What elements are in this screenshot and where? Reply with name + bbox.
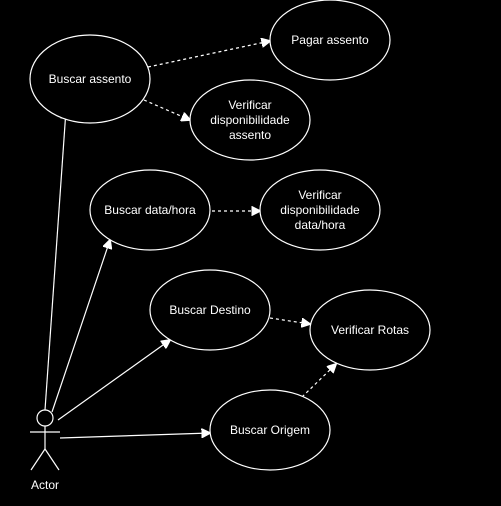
use-case-pagar-assento[interactable]: Pagar assento [269, 0, 391, 81]
actor-right-leg [44, 448, 60, 471]
use-case-ellipse [269, 0, 391, 81]
use-case-ellipse [89, 169, 211, 251]
use-case-ellipse [149, 269, 271, 351]
connectors [44, 41, 336, 439]
use-case-buscar-data-hora[interactable]: Buscar data/hora [89, 169, 211, 251]
use-case-label: Pagar assento [291, 33, 369, 47]
actor[interactable]: Actor [30, 409, 60, 492]
use-case-label: Verificar [228, 98, 271, 112]
association-buscar-data-hora [51, 240, 110, 413]
dependency-buscar-assento-to-verificar-disp-assento [143, 99, 190, 120]
use-case-ellipse [259, 169, 381, 251]
use-case-label: disponibilidade [210, 113, 290, 127]
use-case-buscar-assento[interactable]: Buscar assento [29, 34, 151, 124]
use-case-label: Buscar data/hora [104, 203, 196, 217]
use-case-buscar-origem[interactable]: Buscar Origem [209, 389, 331, 471]
use-case-ellipse [209, 389, 331, 471]
association-buscar-origem [59, 433, 210, 439]
use-case-ellipse [29, 34, 151, 124]
actor-left-leg [30, 448, 46, 471]
use-case-label: Verificar [298, 188, 341, 202]
use-case-label: data/hora [295, 218, 346, 232]
dependency-buscar-destino-to-verificar-rotas [269, 317, 310, 324]
use-case-label: disponibilidade [280, 203, 360, 217]
dependency-buscar-origem-to-verificar-rotas [301, 364, 336, 398]
use-case-verificar-rotas[interactable]: Verificar Rotas [309, 289, 431, 371]
actor-head [36, 409, 54, 427]
association-buscar-destino [57, 340, 170, 421]
association-buscar-assento [44, 110, 66, 411]
use-case-label: Buscar assento [49, 72, 132, 86]
use-case-ellipse [309, 289, 431, 371]
use-case-buscar-destino[interactable]: Buscar Destino [149, 269, 271, 351]
use-case-label: Verificar Rotas [331, 323, 409, 337]
use-case-label: Buscar Destino [169, 303, 251, 317]
use-case-label: assento [229, 128, 271, 142]
dependency-buscar-assento-to-pagar-assento [147, 41, 270, 68]
actor-label: Actor [31, 478, 59, 492]
use-case-ellipse [189, 79, 311, 161]
use-case-label: Buscar Origem [230, 423, 310, 437]
